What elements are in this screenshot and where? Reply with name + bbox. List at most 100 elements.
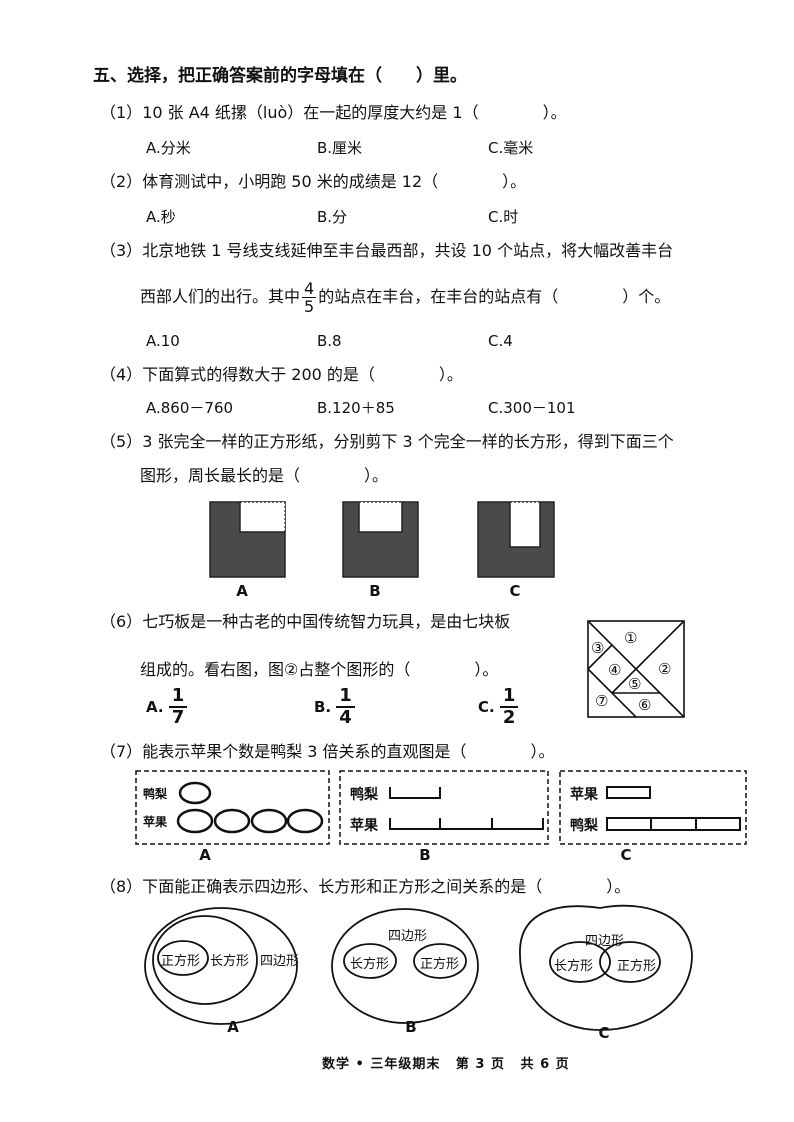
question-7: （7）能表示苹果个数是鸭梨 3 倍关系的直观图是（ ）。 (100, 742, 555, 762)
question-stem-line1: 3 张完全一样的正方形纸，分别剪下 3 个完全一样的长方形，得到下面三个 (142, 432, 674, 451)
question-stem: 体育测试中，小明跑 50 米的成绩是 12（ ）。 (142, 172, 527, 191)
diagram-c-outer-label: 四边形 (585, 934, 625, 949)
option-c: C.300－101 (488, 399, 576, 417)
question-number: （7） (100, 742, 143, 761)
question-number: （6） (100, 612, 143, 631)
question-stem-line1: 七巧板是一种古老的中国传统智力玩具，是由七块板 (142, 612, 511, 631)
fraction-denominator: 5 (304, 297, 315, 316)
tangram-label-6: ⑥ (638, 696, 652, 714)
diagram-b-label: B (405, 1018, 417, 1036)
fraction-numerator: 1 (168, 686, 188, 708)
question-number: （4） (100, 365, 143, 384)
fraction-denominator: 7 (171, 707, 185, 728)
option-c: C.时 (488, 208, 519, 226)
option-a: A.分米 (146, 139, 191, 157)
question-6: （6）七巧板是一种古老的中国传统智力玩具，是由七块板 (100, 612, 510, 632)
question-stem: 能表示苹果个数是鸭梨 3 倍关系的直观图是（ ）。 (142, 742, 555, 761)
diagram-c-outer (519, 904, 693, 1031)
diagram-a-label: A (227, 1018, 239, 1036)
option-b: B.120＋85 (317, 399, 395, 417)
figure-a (209, 501, 286, 578)
diagram-b-left (343, 943, 397, 979)
figure-c (477, 501, 555, 578)
diagram-b-frame (339, 770, 549, 845)
diagram-c-right-label: 正方形 (617, 959, 657, 974)
fraction-denominator: 2 (502, 707, 516, 728)
footer-subject: 数学 • 三年级期末 (322, 1057, 441, 1072)
diagram-a-outer-label: 四边形 (260, 954, 300, 969)
option-a: A.10 (146, 332, 180, 350)
diagram-b-left-label: 长方形 (350, 957, 390, 972)
diagram-b-outer-label: 四边形 (388, 929, 428, 944)
fraction-denominator: 4 (339, 707, 352, 728)
fraction-numerator: 4 (302, 279, 317, 298)
diagram-a-frame (135, 770, 330, 845)
diagram-b-row2-label: 苹果 (350, 818, 378, 834)
footer-total: 共 6 页 (520, 1057, 570, 1072)
tangram-label-5: ⑤ (628, 675, 642, 693)
tangram-label-7: ⑦ (595, 692, 609, 710)
option-a: A.秒 (146, 208, 176, 226)
option-b: B.厘米 (317, 139, 363, 157)
diagram-a-shapes (176, 781, 324, 834)
diagram-c-frame (559, 770, 747, 845)
question-number: （5） (100, 432, 143, 451)
section-title: 五、选择，把正确答案前的字母填在（ ）里。 (93, 66, 467, 86)
diagram-c-label: C (598, 1024, 610, 1042)
tangram-label-4: ④ (608, 661, 622, 679)
fraction-numerator: 1 (499, 686, 519, 708)
question-stem: 下面算式的得数大于 200 的是（ ）。 (142, 365, 463, 384)
question-stem: 10 张 A4 纸摞（luò）在一起的厚度大约是 1（ ）。 (142, 103, 567, 122)
figure-a-label: A (236, 582, 248, 600)
option-c: C.4 (488, 332, 513, 350)
diagram-c-label: C (620, 846, 632, 864)
diagram-b-shapes (389, 787, 544, 830)
diagram-a-middle (152, 915, 258, 1005)
option-letter: A. (146, 698, 164, 716)
question-stem: 下面能正确表示四边形、长方形和正方形之间关系的是（ ）。 (142, 877, 631, 896)
tangram-label-2: ② (658, 660, 672, 678)
diagram-a-row1-label: 鸭梨 (143, 787, 168, 801)
figure-b (342, 501, 419, 578)
diagram-a-outer (144, 907, 298, 1025)
tangram-figure (587, 620, 685, 718)
figure-c-label: C (509, 582, 521, 600)
stem-post: 的站点在丰台，在丰台的站点有（ ）个。 (318, 287, 671, 306)
question-5-line2: 图形，周长最长的是（ ）。 (140, 466, 389, 485)
figure-b-label: B (369, 582, 381, 600)
option-c: C.毫米 (488, 139, 534, 157)
diagram-a-label: A (199, 846, 211, 864)
diagram-c-left (549, 941, 611, 983)
question-3: （3）北京地铁 1 号线支线延伸至丰台最西部，共设 10 个站点，将大幅改善丰台 (100, 241, 673, 261)
diagram-c-row2-label: 鸭梨 (570, 818, 598, 834)
option-a: A.860－760 (146, 399, 234, 417)
option-b: B.8 (317, 332, 342, 350)
diagram-b-outer (331, 908, 479, 1024)
diagram-c-shapes (606, 786, 741, 831)
diagram-b-right-label: 正方形 (420, 957, 460, 972)
fraction-numerator: 1 (336, 686, 355, 708)
diagram-a-middle-label: 长方形 (210, 954, 250, 969)
diagram-c-row1-label: 苹果 (570, 787, 598, 803)
diagram-a-inner (157, 940, 209, 976)
diagram-a-inner-label: 正方形 (161, 954, 201, 969)
tangram-label-1: ① (624, 629, 638, 647)
question-1: （1）10 张 A4 纸摞（luò）在一起的厚度大约是 1（ ）。 (100, 103, 567, 123)
diagram-a-row2-label: 苹果 (143, 815, 168, 829)
question-2: （2）体育测试中，小明跑 50 米的成绩是 12（ ）。 (100, 172, 526, 192)
option-letter: B. (314, 698, 332, 716)
question-stem-line1: 北京地铁 1 号线支线延伸至丰台最西部，共设 10 个站点，将大幅改善丰台 (142, 241, 674, 260)
stem-pre: 西部人们的出行。其中 (140, 287, 301, 306)
page-footer: 数学 • 三年级期末 第 3 页 共 6 页 (322, 1053, 570, 1072)
option-b: B.分 (317, 208, 348, 226)
question-8: （8）下面能正确表示四边形、长方形和正方形之间关系的是（ ）。 (100, 877, 630, 897)
